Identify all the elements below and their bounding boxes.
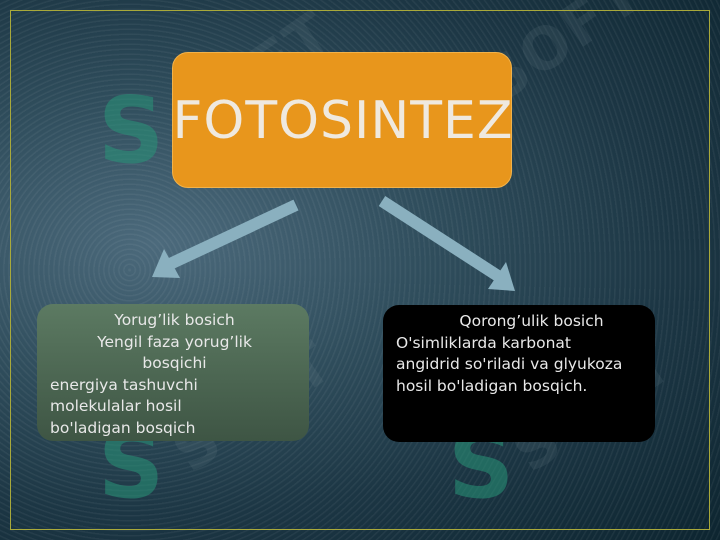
slide-title: FOTOSINTEZ	[172, 91, 514, 151]
light-stage-description: energiya tashuvchi molekulalar hosil bo'…	[50, 375, 198, 437]
light-stage-box: Yorug’lik bosich Yengil faza yorug’lik b…	[37, 304, 309, 441]
arrow-to-light-stage	[152, 199, 299, 278]
light-stage-heading: Yorug’lik bosich	[114, 311, 235, 329]
title-box: FOTOSINTEZ	[172, 52, 514, 188]
light-stage-subheading: Yengil faza yorug’lik bosqichi	[97, 332, 252, 373]
dark-stage-box: Qorong’ulik bosich O'simliklarda karbona…	[383, 305, 655, 442]
dark-stage-description: O'simliklarda karbonat angidrid so'rilad…	[396, 333, 623, 395]
arrow-to-dark-stage	[378, 195, 515, 291]
dark-stage-heading: Qorong’ulik bosich	[459, 312, 604, 330]
